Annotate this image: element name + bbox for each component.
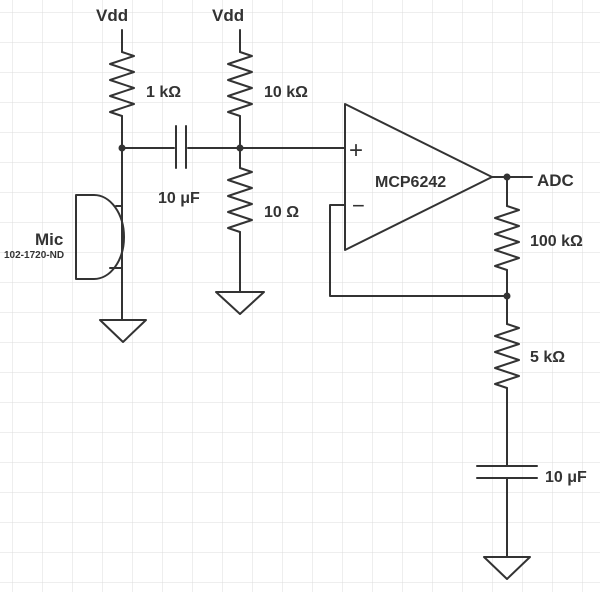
capacitor-gain-label: 10 μF — [545, 469, 587, 486]
resistor-1k-label: 1 kΩ — [146, 84, 181, 101]
mic-part-label: 102-1720-ND — [4, 250, 64, 261]
resistor-10k-label: 10 kΩ — [264, 84, 308, 101]
resistor-5k-label: 5 kΩ — [530, 349, 565, 366]
ground-symbol-middle — [215, 291, 265, 315]
resistor-5k — [494, 323, 520, 389]
junction-dot — [503, 292, 511, 300]
feedback-wire — [329, 204, 508, 297]
opamp-minus-label: − — [352, 193, 365, 218]
ground-symbol-right — [483, 556, 531, 580]
junction-dot — [503, 173, 511, 181]
adc-label: ADC — [537, 171, 574, 190]
vdd-left-wire — [109, 29, 135, 149]
opamp-label: MCP6242 — [375, 174, 446, 191]
resistor-10-ohm — [227, 167, 253, 233]
microphone — [75, 147, 147, 343]
junction-dot — [236, 144, 244, 152]
junction-dot — [118, 144, 126, 152]
ground-symbol-mic — [99, 319, 147, 343]
resistor-100k-label: 100 kΩ — [530, 233, 583, 250]
capacitor-coupling-label: 10 μF — [158, 190, 200, 207]
feedback-network — [476, 176, 538, 580]
resistor-1k — [109, 51, 135, 117]
resistor-10-ohm-label: 10 Ω — [264, 204, 299, 221]
coupling-capacitor — [175, 125, 187, 169]
opamp-plus-label: + — [349, 137, 363, 164]
resistor-100k — [494, 205, 520, 271]
vdd-label-left: Vdd — [96, 6, 128, 25]
opamp — [329, 103, 533, 297]
microphone-symbol — [75, 194, 125, 280]
resistor-10k — [227, 51, 253, 117]
opamp-triangle — [344, 103, 493, 251]
vdd-right-wire — [227, 29, 253, 149]
mic-label: Mic — [35, 230, 63, 249]
vdd-label-right: Vdd — [212, 6, 244, 25]
